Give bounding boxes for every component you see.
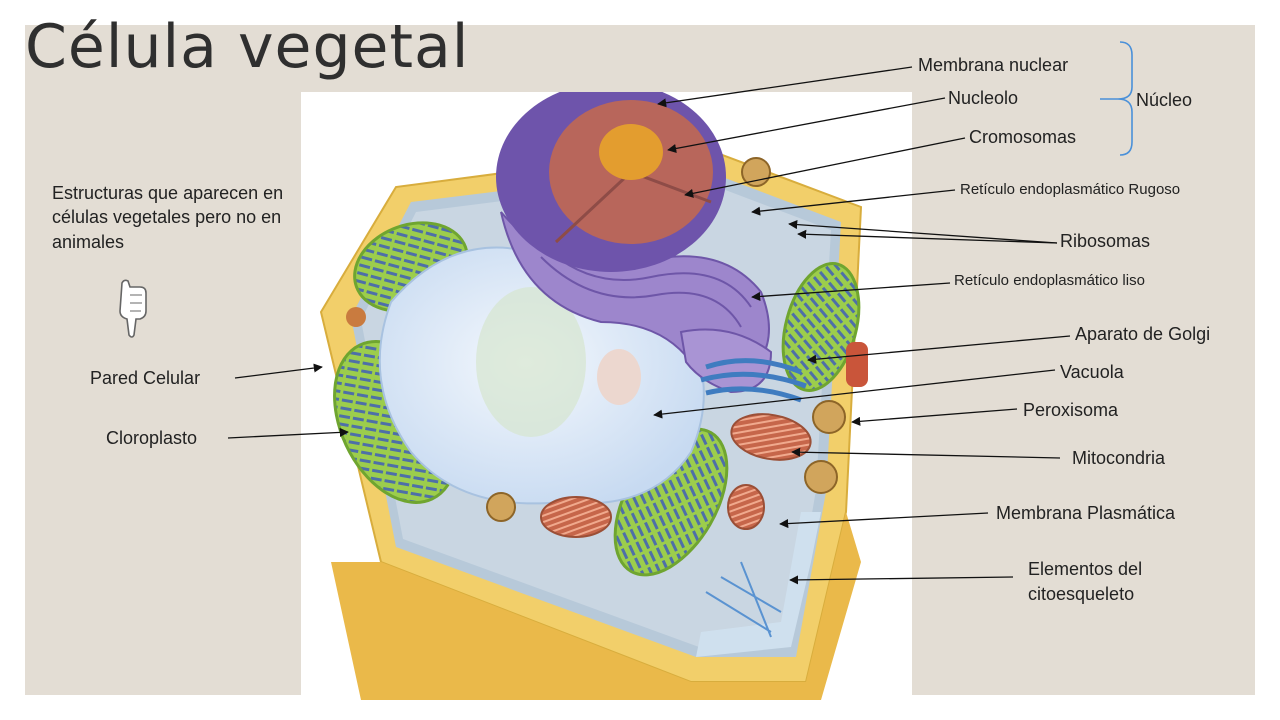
label-membrana-nuclear: Membrana nuclear: [918, 55, 1069, 75]
label-nucleolo: Nucleolo: [948, 88, 1019, 108]
slide-title: Célula vegetal: [25, 12, 470, 82]
label-reticulo-liso: Retículo endoplasmático liso: [954, 272, 1145, 289]
label-cloroplasto: Cloroplasto: [106, 428, 198, 448]
label-peroxisoma: Peroxisoma: [1023, 400, 1119, 420]
label-reticulo-rugoso: Retículo endoplasmático Rugoso: [960, 181, 1181, 198]
pointing-hand-icon: [119, 279, 147, 338]
label-pared-celular: Pared Celular: [90, 368, 201, 388]
label-mitocondria: Mitocondria: [1072, 448, 1166, 468]
label-membrana-plasmatica: Membrana Plasmática: [996, 503, 1176, 523]
plant-cell-illustration: [301, 92, 912, 700]
label-golgi: Aparato de Golgi: [1075, 324, 1211, 344]
label-citoesqueleto-line1: Elementos del: [1028, 559, 1143, 579]
label-citoesqueleto-line2: citoesqueleto: [1028, 584, 1135, 604]
label-cromosomas: Cromosomas: [969, 127, 1077, 147]
label-ribosomas: Ribosomas: [1060, 231, 1151, 251]
label-nucleo: Núcleo: [1136, 90, 1193, 110]
plant-only-note: Estructuras que aparecen en células vege…: [52, 183, 284, 252]
label-vacuola: Vacuola: [1060, 362, 1124, 382]
